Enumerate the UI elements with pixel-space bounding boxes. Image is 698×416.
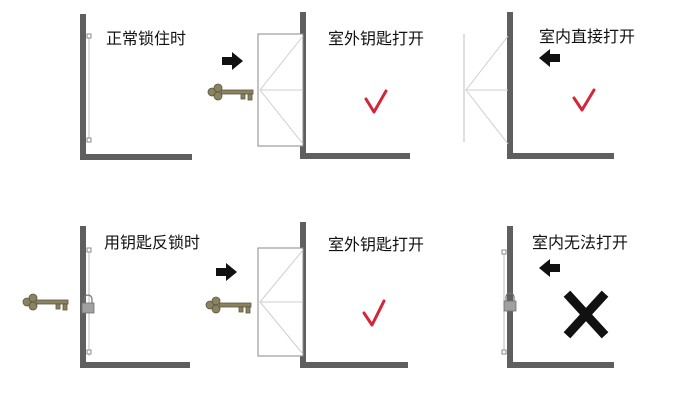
cross-icon [563, 290, 609, 339]
check-icon [364, 89, 388, 114]
key-icon [205, 296, 252, 314]
panel-label: 室外钥匙打开 [328, 235, 424, 254]
wall-floor [80, 154, 192, 160]
panel-label: 用钥匙反锁时 [104, 233, 200, 252]
arrow-right-icon [222, 52, 243, 70]
panel-label: 室内直接打开 [539, 27, 635, 46]
door-hinge [86, 137, 92, 143]
door-hinge [501, 249, 507, 255]
wall-vertical [507, 12, 513, 159]
arrow-left-icon [539, 259, 560, 277]
padlock-icon [503, 292, 517, 312]
key-icon [207, 83, 254, 101]
panel-normal-locked: 正常锁住时 [80, 14, 192, 160]
wall-vertical [80, 14, 86, 160]
wall-floor [507, 362, 614, 368]
wall-floor [80, 362, 190, 368]
wall-floor [300, 153, 410, 159]
key-icon [22, 293, 69, 311]
arrow-right-icon [216, 263, 237, 281]
arrow-left-icon [539, 49, 560, 67]
panel-indoor-cannot-open: 室内无法打开 [501, 226, 628, 368]
wall-vertical [507, 226, 513, 368]
panel-label: 正常锁住时 [106, 29, 186, 48]
check-icon [572, 88, 596, 112]
door-hinge [501, 349, 507, 355]
panel-outdoor-key-open-top: 室外钥匙打开 [207, 12, 424, 159]
panel-key-double-lock: 用钥匙反锁时 [22, 226, 200, 368]
check-icon [362, 299, 386, 327]
door-hinge [86, 349, 92, 355]
padlock-icon [81, 294, 95, 314]
wall-floor [507, 153, 614, 159]
door-hinge [86, 247, 92, 253]
panel-label: 室外钥匙打开 [328, 29, 424, 48]
wall-floor [300, 362, 408, 368]
wall-vertical [80, 226, 86, 368]
panel-label: 室内无法打开 [532, 233, 628, 252]
door-hinge [86, 33, 92, 39]
panel-outdoor-key-open-bottom: 室外钥匙打开 [205, 222, 424, 368]
panel-indoor-direct-open: 室内直接打开 [463, 12, 635, 159]
